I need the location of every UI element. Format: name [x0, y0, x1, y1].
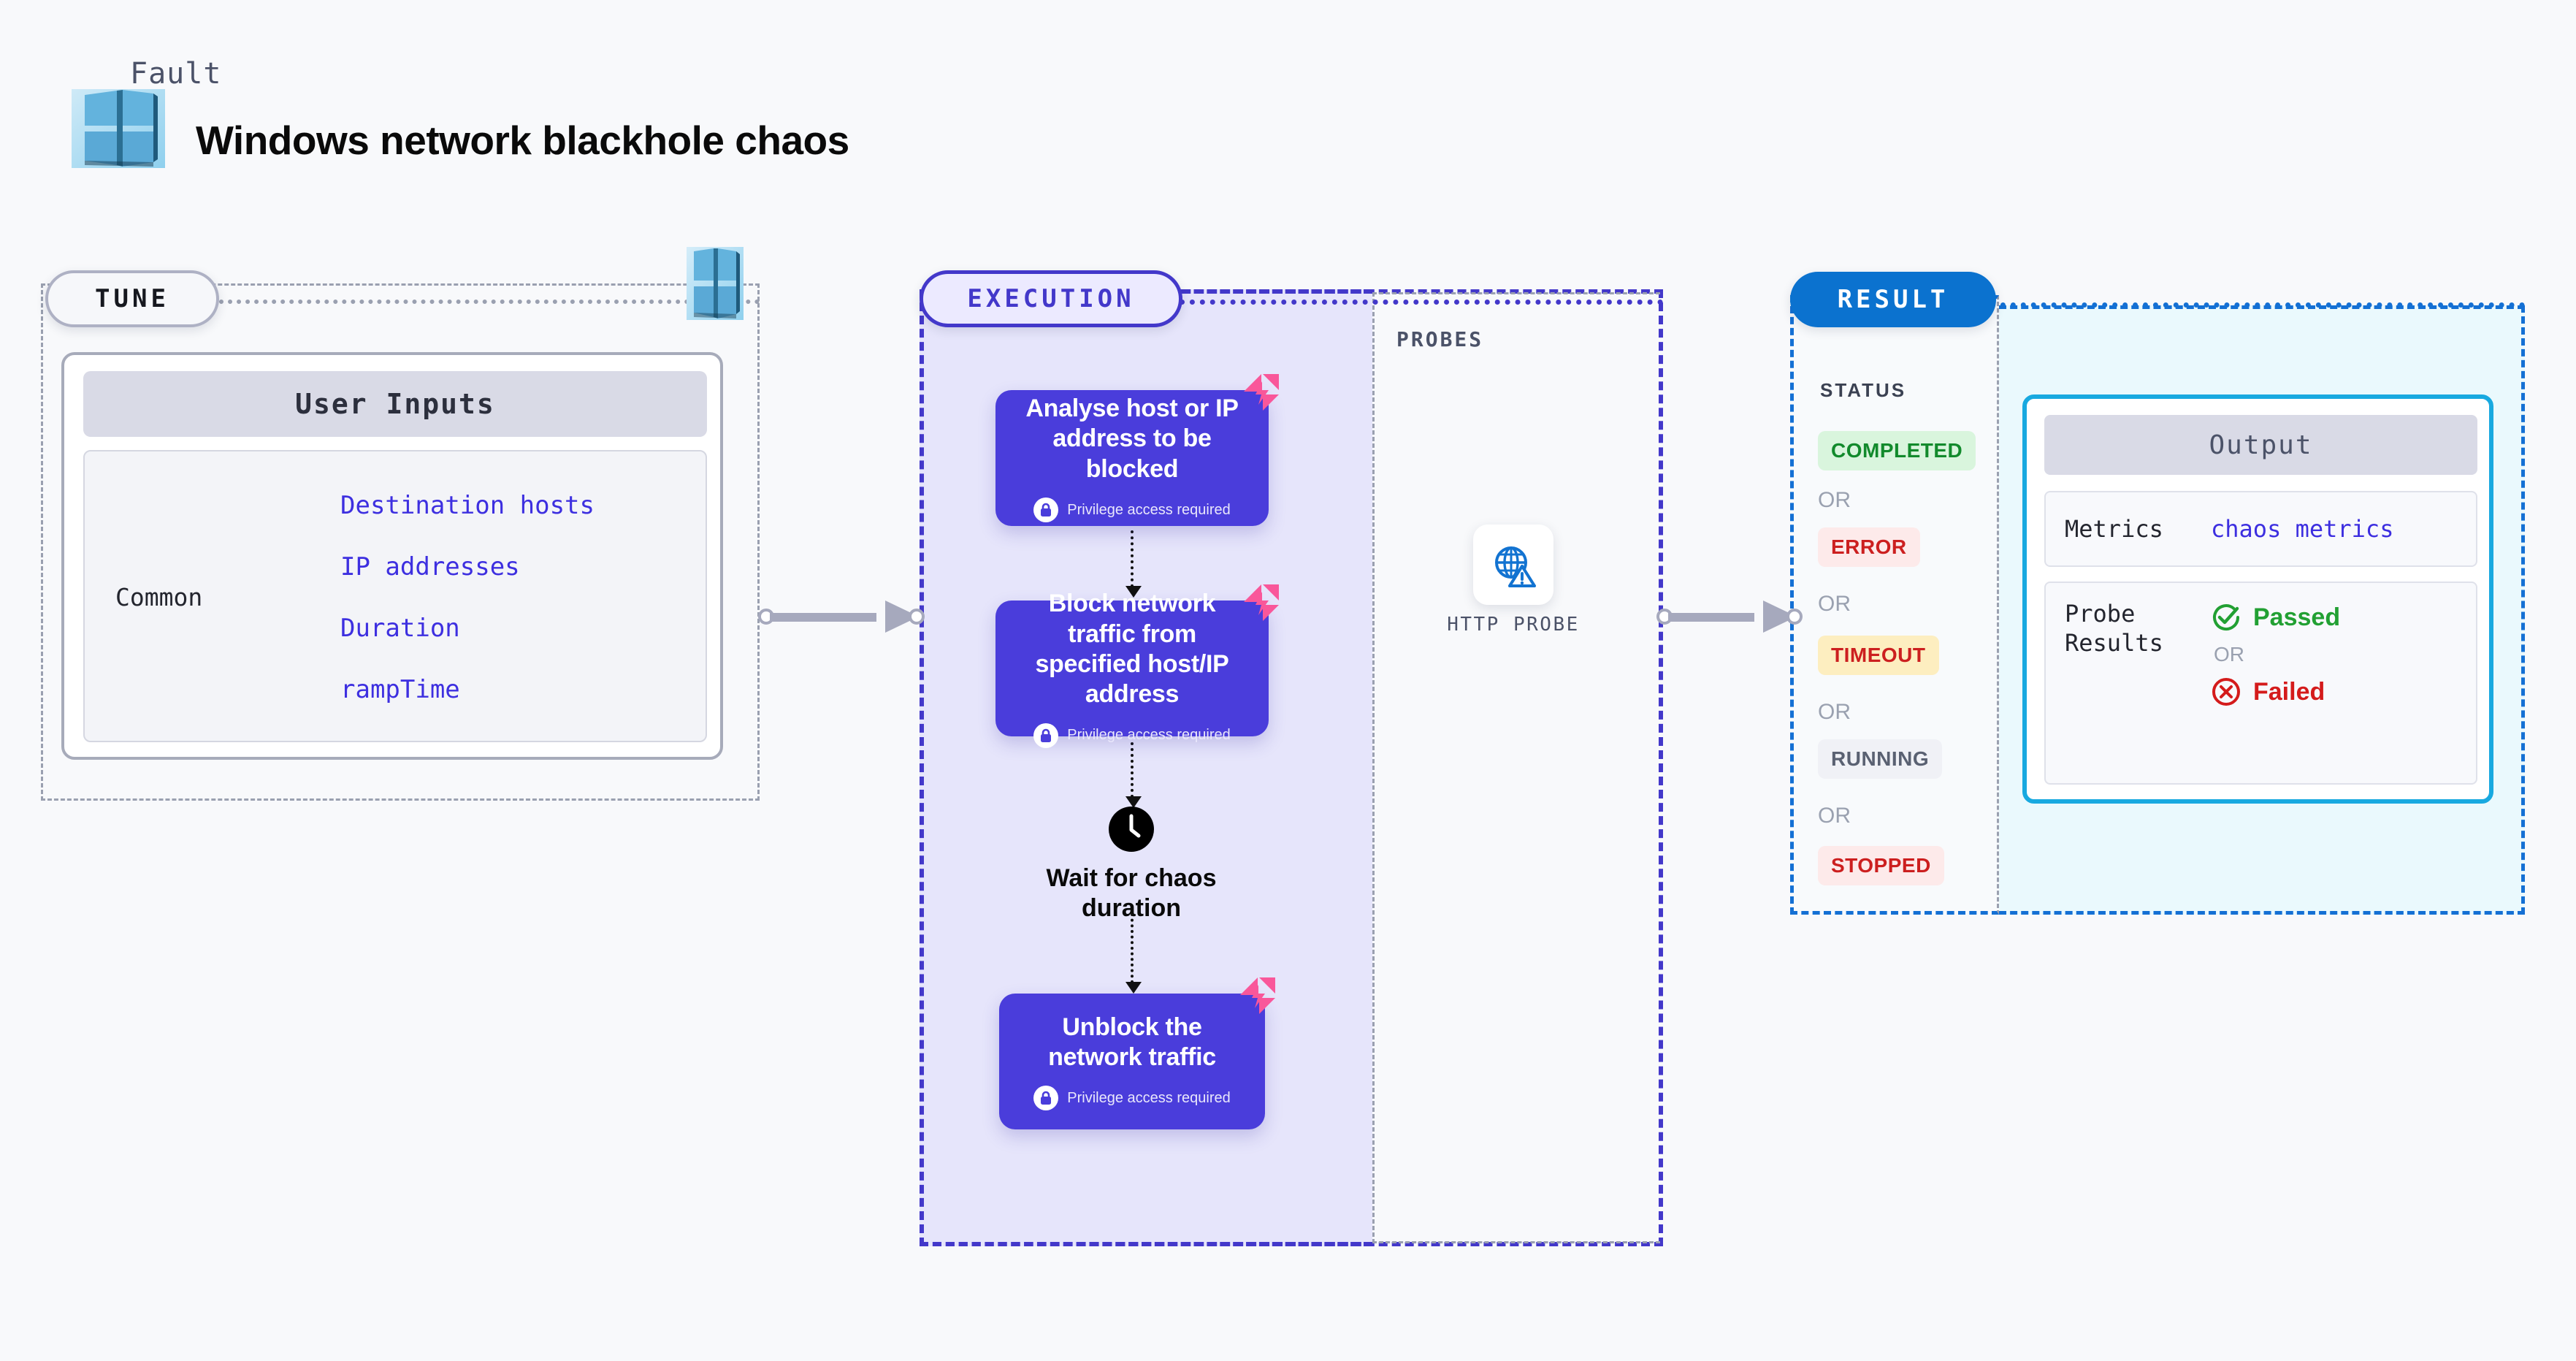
or-separator: OR	[2214, 643, 2244, 666]
input-group-label: Common	[115, 583, 203, 611]
chaos-logo-icon	[1240, 977, 1275, 1014]
status-label: STATUS	[1820, 379, 1907, 401]
lock-icon	[1033, 497, 1059, 523]
globe-warning-icon	[1495, 546, 1536, 587]
clock-icon	[1109, 807, 1154, 852]
privilege-note: Privilege access required	[1033, 497, 1231, 523]
privilege-note: Privilege access required	[1033, 723, 1231, 748]
fault-kicker: Fault	[130, 57, 222, 91]
metrics-value-link[interactable]: chaos metrics	[2211, 515, 2394, 543]
output-card: Output Metrics chaos metrics Probe Resul…	[2022, 394, 2493, 804]
user-inputs-body: Common Destination hosts IP addresses Du…	[83, 450, 707, 742]
param-item: Duration	[340, 614, 460, 643]
status-badge-stopped: STOPPED	[1818, 846, 1944, 885]
step-flow-arrow	[1125, 913, 1142, 994]
execution-step-card[interactable]: Block network traffic from specified hos…	[995, 584, 1279, 748]
or-separator: OR	[1818, 592, 1851, 616]
execution-panel-bottom-edge	[920, 1242, 1663, 1246]
status-badge-error: ERROR	[1818, 527, 1920, 567]
or-separator: OR	[1818, 804, 1851, 828]
param-item: IP addresses	[340, 552, 520, 582]
connector-tune-to-execution	[758, 601, 925, 633]
status-badge-completed: COMPLETED	[1818, 431, 1976, 470]
windows-logo-icon	[687, 247, 744, 320]
user-inputs-title: User Inputs	[83, 371, 707, 437]
check-circle-icon	[2213, 604, 2240, 631]
connector-execution-to-result	[1656, 601, 1803, 633]
tune-panel	[41, 283, 760, 801]
status-badge-timeout: TIMEOUT	[1818, 636, 1939, 675]
probes-panel	[1372, 292, 1660, 1243]
output-row-probe-results: Probe Results Passed OR Faile	[2044, 582, 2477, 785]
probe-results-values: Passed OR Failed	[2211, 599, 2340, 707]
probe-results-key: Probe Results	[2065, 600, 2163, 657]
step-flow-arrow	[1125, 530, 1142, 598]
output-row-metrics: Metrics chaos metrics	[2044, 491, 2477, 567]
or-separator: OR	[1818, 700, 1851, 724]
failed-label: Failed	[2253, 677, 2325, 706]
execution-section-pill[interactable]: EXECUTION	[920, 270, 1182, 327]
execution-step-card[interactable]: Unblock the network traffic Privilege ac…	[999, 977, 1275, 1129]
step-title: Unblock the network traffic	[1048, 1013, 1216, 1071]
privilege-label: Privilege access required	[1067, 501, 1231, 518]
result-pill-connector-line	[1990, 302, 2525, 308]
step-flow-arrow	[1125, 742, 1142, 808]
privilege-label: Privilege access required	[1067, 1089, 1231, 1106]
execution-panel-right-edge	[1659, 289, 1663, 1246]
user-inputs-card: User Inputs Common Destination hosts IP …	[61, 352, 723, 760]
probe-result-passed: Passed	[2211, 602, 2340, 633]
chaos-logo-icon	[1244, 584, 1279, 621]
input-param-list: Destination hosts IP addresses Duration …	[340, 491, 676, 736]
tune-section-pill[interactable]: TUNE	[45, 270, 219, 327]
lock-icon	[1033, 1086, 1059, 1111]
passed-label: Passed	[2253, 603, 2341, 631]
result-section-pill[interactable]: RESULT	[1790, 272, 1996, 327]
step-title: Analyse host or IP address to be blocked	[1025, 394, 1239, 483]
step-title: Block network traffic from specified hos…	[1035, 590, 1229, 709]
http-probe-tile[interactable]	[1473, 525, 1553, 605]
metrics-key: Metrics	[2065, 515, 2163, 543]
tune-pill-connector-line	[219, 300, 760, 304]
page-title: Windows network blackhole chaos	[196, 118, 849, 163]
execution-step-card[interactable]: Analyse host or IP address to be blocked…	[995, 374, 1279, 526]
probes-section-label: PROBES	[1396, 327, 1484, 351]
http-probe-caption: HTTP PROBE	[1447, 614, 1580, 636]
windows-logo-icon	[72, 89, 165, 168]
execution-pill-connector-line	[1180, 300, 1663, 305]
privilege-label: Privilege access required	[1067, 727, 1231, 744]
status-badge-running: RUNNING	[1818, 739, 1943, 779]
param-item: Destination hosts	[340, 491, 595, 520]
chaos-logo-icon	[1244, 374, 1279, 411]
privilege-note: Privilege access required	[1033, 1086, 1231, 1111]
param-item: rampTime	[340, 675, 460, 704]
execution-panel-top-edge	[920, 289, 1663, 294]
or-separator: OR	[1818, 488, 1851, 512]
lock-icon	[1033, 723, 1059, 748]
output-title: Output	[2044, 415, 2477, 475]
probe-result-failed: Failed	[2211, 676, 2340, 707]
cross-circle-icon	[2212, 678, 2240, 706]
